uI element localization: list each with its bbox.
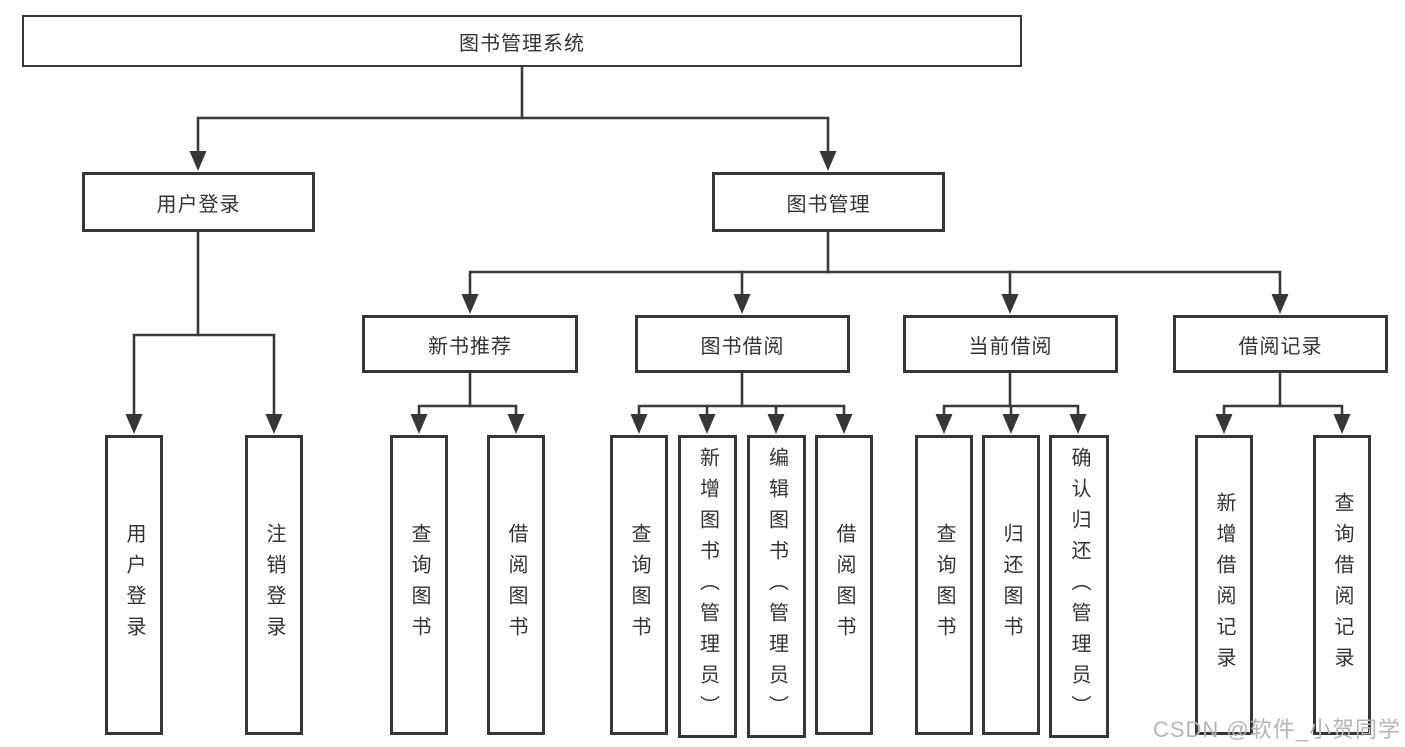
leaf-user-login: 用户登录 (105, 435, 163, 735)
node-label: 编辑图书（管理员） (765, 447, 788, 726)
node-current-borrowing: 当前借阅 (903, 315, 1118, 373)
leaf-add-borrowing-record: 新增借阅记录 (1195, 435, 1253, 735)
node-label: 查询图书 (408, 523, 430, 647)
leaf-query-borrowing-record: 查询借阅记录 (1313, 435, 1371, 735)
node-label: 查询借阅记录 (1331, 492, 1353, 678)
leaf-return-books: 归还图书 (982, 435, 1040, 735)
leaf-add-books-admin: 新增图书（管理员） (678, 435, 737, 738)
node-label: 图书管理 (786, 193, 871, 216)
node-label: 查询图书 (933, 523, 955, 647)
node-label: 当前借阅 (968, 335, 1053, 358)
node-label: 借阅图书 (833, 523, 855, 647)
leaf-query-books-current: 查询图书 (915, 435, 973, 735)
csdn-watermark: CSDN @软件_小贺同学 (1152, 717, 1401, 742)
leaf-query-books-borrowing: 查询图书 (610, 435, 668, 735)
node-label: 图书借阅 (700, 335, 785, 358)
node-label: 归还图书 (1000, 523, 1022, 647)
node-label: 用户登录 (123, 523, 145, 647)
node-label: 借阅图书 (505, 523, 527, 647)
node-label: 借阅记录 (1238, 335, 1323, 358)
node-root-book-management-system: 图书管理系统 (22, 15, 1022, 67)
node-label: 查询图书 (628, 523, 650, 647)
node-new-book-recommendation: 新书推荐 (362, 315, 578, 373)
node-label: 图书管理系统 (459, 32, 585, 55)
node-label: 确认归还（管理员） (1068, 447, 1090, 726)
node-label: 新书推荐 (428, 335, 512, 358)
node-label: 注销登录 (263, 523, 285, 647)
node-book-borrowing: 图书借阅 (635, 315, 850, 373)
leaf-borrow-books-borrowing: 借阅图书 (815, 435, 873, 735)
node-book-management: 图书管理 (712, 172, 945, 232)
node-label: 用户登录 (156, 193, 241, 216)
leaf-confirm-return-admin: 确认归还（管理员） (1049, 435, 1109, 738)
node-label: 新增借阅记录 (1213, 492, 1235, 678)
leaf-query-books-recommend: 查询图书 (390, 435, 448, 735)
node-user-login: 用户登录 (82, 172, 315, 232)
node-label: 新增图书（管理员） (696, 447, 719, 726)
leaf-borrow-books-recommend: 借阅图书 (487, 435, 545, 735)
node-borrowing-records: 借阅记录 (1173, 315, 1388, 373)
leaf-logout: 注销登录 (245, 435, 303, 735)
leaf-edit-books-admin: 编辑图书（管理员） (747, 435, 806, 738)
